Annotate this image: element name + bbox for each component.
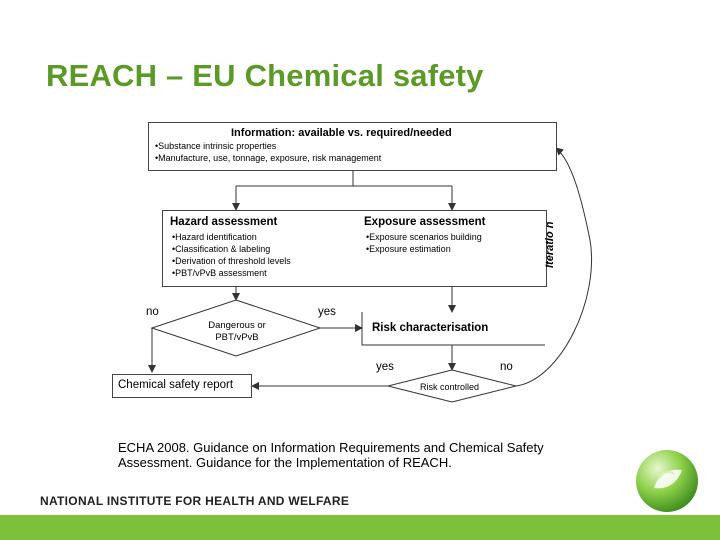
decision-label-line: Dangerous or — [208, 320, 266, 331]
yes-label-risk: yes — [376, 361, 394, 373]
risk-characterisation-label: Risk characterisation — [372, 322, 489, 334]
risk-controlled-label: Risk controlled — [420, 382, 480, 392]
decision-label: Dangerous or PBT/vPvB — [205, 320, 269, 344]
risk-controlled-diamond — [387, 369, 517, 403]
information-item: Manufacture, use, tonnage, exposure, ris… — [155, 152, 381, 164]
decision-label-line: PBT/vPvB — [215, 332, 259, 343]
hazard-item: PBT/vPvB assessment — [172, 267, 291, 279]
yes-label: yes — [318, 306, 336, 318]
information-box-title: Information: available vs. required/need… — [231, 127, 452, 139]
exposure-item: Exposure estimation — [366, 243, 482, 255]
hazard-list: Hazard identification Classification & l… — [172, 231, 291, 279]
hazard-item: Hazard identification — [172, 231, 291, 243]
hazard-assessment-title: Hazard assessment — [170, 216, 278, 228]
exposure-list: Exposure scenarios building Exposure est… — [366, 231, 482, 255]
information-item: Substance intrinsic properties — [155, 140, 381, 152]
hazard-item: Derivation of threshold levels — [172, 255, 291, 267]
iteration-label: Iteratio n — [544, 221, 556, 268]
footer-organization: NATIONAL INSTITUTE FOR HEALTH AND WELFAR… — [40, 494, 350, 508]
chemical-safety-report-label: Chemical safety report — [118, 379, 234, 391]
slide-title: REACH – EU Chemical safety — [46, 58, 484, 93]
exposure-assessment-title: Exposure assessment — [364, 216, 486, 228]
exposure-item: Exposure scenarios building — [366, 231, 482, 243]
bottom-green-bar — [0, 515, 720, 540]
decision-diamond — [150, 299, 322, 357]
hazard-item: Classification & labeling — [172, 243, 291, 255]
leaf-globe-logo — [636, 450, 698, 512]
information-list: Substance intrinsic properties Manufactu… — [155, 140, 381, 164]
no-label-risk: no — [500, 361, 513, 373]
citation-text: ECHA 2008. Guidance on Information Requi… — [118, 440, 544, 470]
chemical-safety-report-box — [112, 374, 252, 398]
no-label: no — [146, 306, 159, 318]
